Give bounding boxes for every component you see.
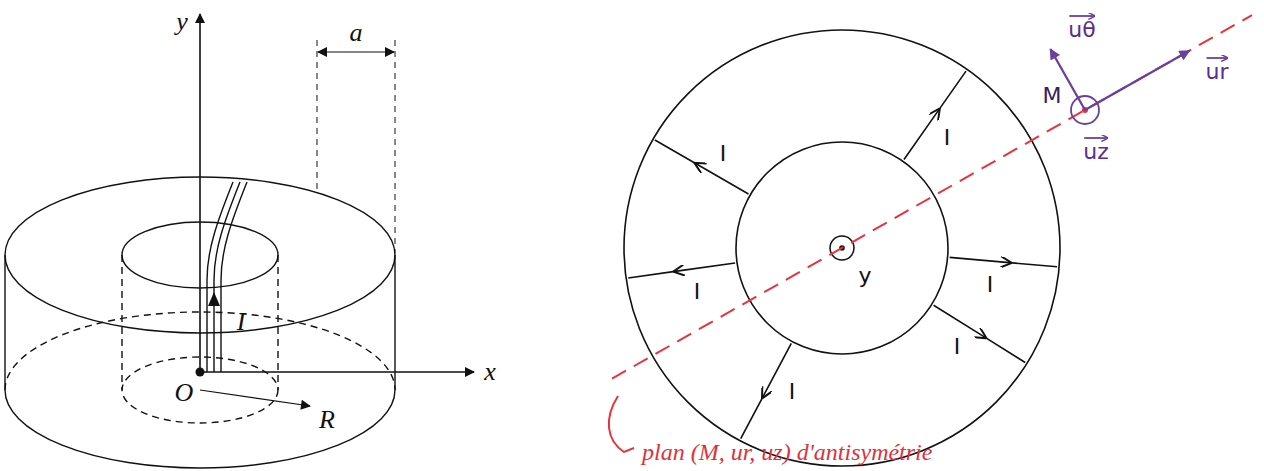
plane-note: plan (M, ur, uz) d'antisymétrie	[642, 440, 932, 464]
hole-wall-hidden	[121, 255, 122, 390]
vector-overbar	[1069, 15, 1094, 17]
dimension-label: R	[319, 407, 335, 433]
vector-label: uz	[1083, 141, 1109, 163]
origin-dot	[196, 368, 205, 377]
vector-label: uθ	[1068, 19, 1095, 41]
y-axis	[199, 14, 201, 372]
torus-side	[394, 255, 395, 390]
dimension-guide	[395, 40, 396, 253]
axis-label: x	[484, 359, 496, 385]
torus-side	[4, 255, 5, 390]
current-label: I	[237, 309, 246, 335]
vector-overbar	[1207, 57, 1228, 59]
axis-label: y	[176, 9, 188, 35]
radial-current	[904, 71, 966, 159]
x-axis	[200, 371, 474, 373]
vector-overbar	[1084, 137, 1108, 139]
current-label: I	[694, 281, 701, 303]
point-label: M	[1043, 85, 1062, 107]
note-bracket	[609, 396, 634, 452]
hole-wall-hidden	[277, 255, 278, 390]
vector-label: ur	[1206, 61, 1229, 83]
current-label: I	[954, 336, 961, 358]
dimension-line	[318, 51, 394, 52]
radial-current	[628, 263, 735, 278]
radial-current	[950, 257, 1058, 266]
radial-current	[655, 140, 749, 194]
axis-label: y	[858, 265, 871, 287]
radial-current	[741, 343, 792, 438]
antisymmetry-plane	[612, 15, 1252, 379]
dimension-label: a	[350, 20, 363, 46]
radial-current	[934, 305, 1026, 362]
current-label: I	[789, 381, 796, 403]
vector-ur	[1085, 51, 1189, 110]
dimension-guide	[317, 40, 318, 193]
radius-line	[200, 390, 310, 406]
wire	[221, 182, 247, 372]
current-label: I	[720, 143, 727, 165]
torus-bottom-front	[5, 390, 395, 468]
current-arrow	[208, 292, 220, 306]
origin-label: O	[175, 380, 194, 406]
current-label: I	[987, 274, 994, 296]
current-label: I	[944, 127, 951, 149]
